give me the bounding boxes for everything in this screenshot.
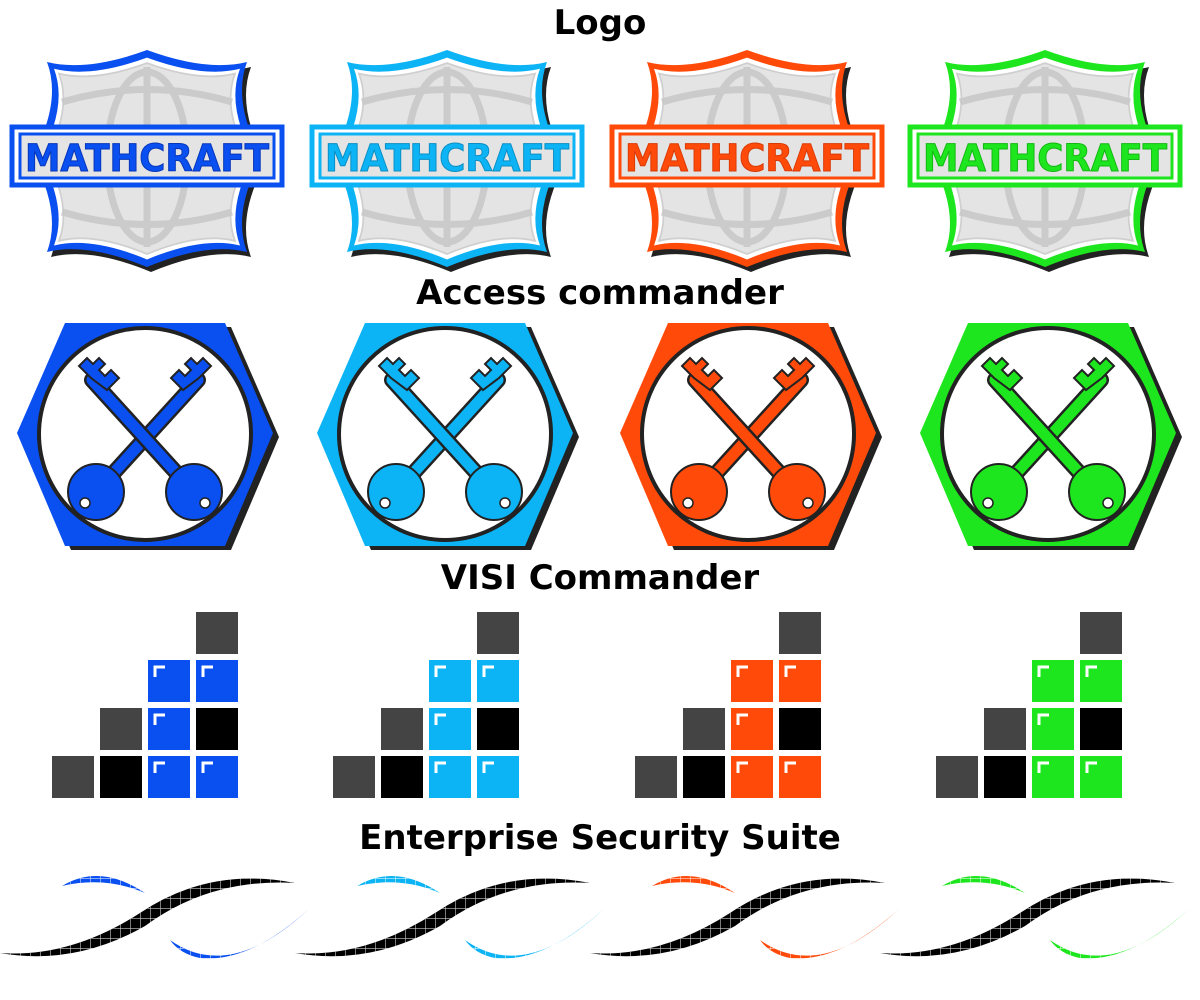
mathcraft-wordmark: MATHCRAFT [923,137,1168,180]
ess-icon-sky [295,858,615,973]
logo-badge-sky: MATHCRAFT [305,40,585,275]
visi-commander-icon-green [936,608,1136,803]
access-commander-icon-blue [15,318,280,553]
access-commander-icon-sky [315,318,580,553]
ess-icon-green [880,858,1200,973]
logo-badge-orange: MATHCRAFT [605,40,885,275]
access-commander-section-title: Access commander [416,273,784,313]
mathcraft-wordmark: MATHCRAFT [25,137,270,180]
visi-commander-section-title: VISI Commander [440,558,760,598]
access-commander-icon-green [918,318,1183,553]
enterprise-security-suite-row [0,858,1200,973]
enterprise-security-suite-section-title: Enterprise Security Suite [359,818,841,858]
access-commander-row [0,318,1200,553]
visi-commander-icon-blue [52,608,252,803]
mathcraft-wordmark: MATHCRAFT [325,137,570,180]
visi-commander-icon-sky [333,608,533,803]
ess-icon-orange [590,858,910,973]
logo-badge-blue: MATHCRAFT [5,40,285,275]
logo-section-title: Logo [553,3,647,43]
access-commander-icon-orange [618,318,883,553]
visi-commander-row [0,608,1200,803]
ess-icon-blue [0,858,320,973]
visi-commander-icon-orange [635,608,835,803]
mathcraft-wordmark: MATHCRAFT [625,137,870,180]
logo-row: MATHCRAFT MATHCRAFT [0,40,1200,275]
logo-badge-green: MATHCRAFT [903,40,1183,275]
